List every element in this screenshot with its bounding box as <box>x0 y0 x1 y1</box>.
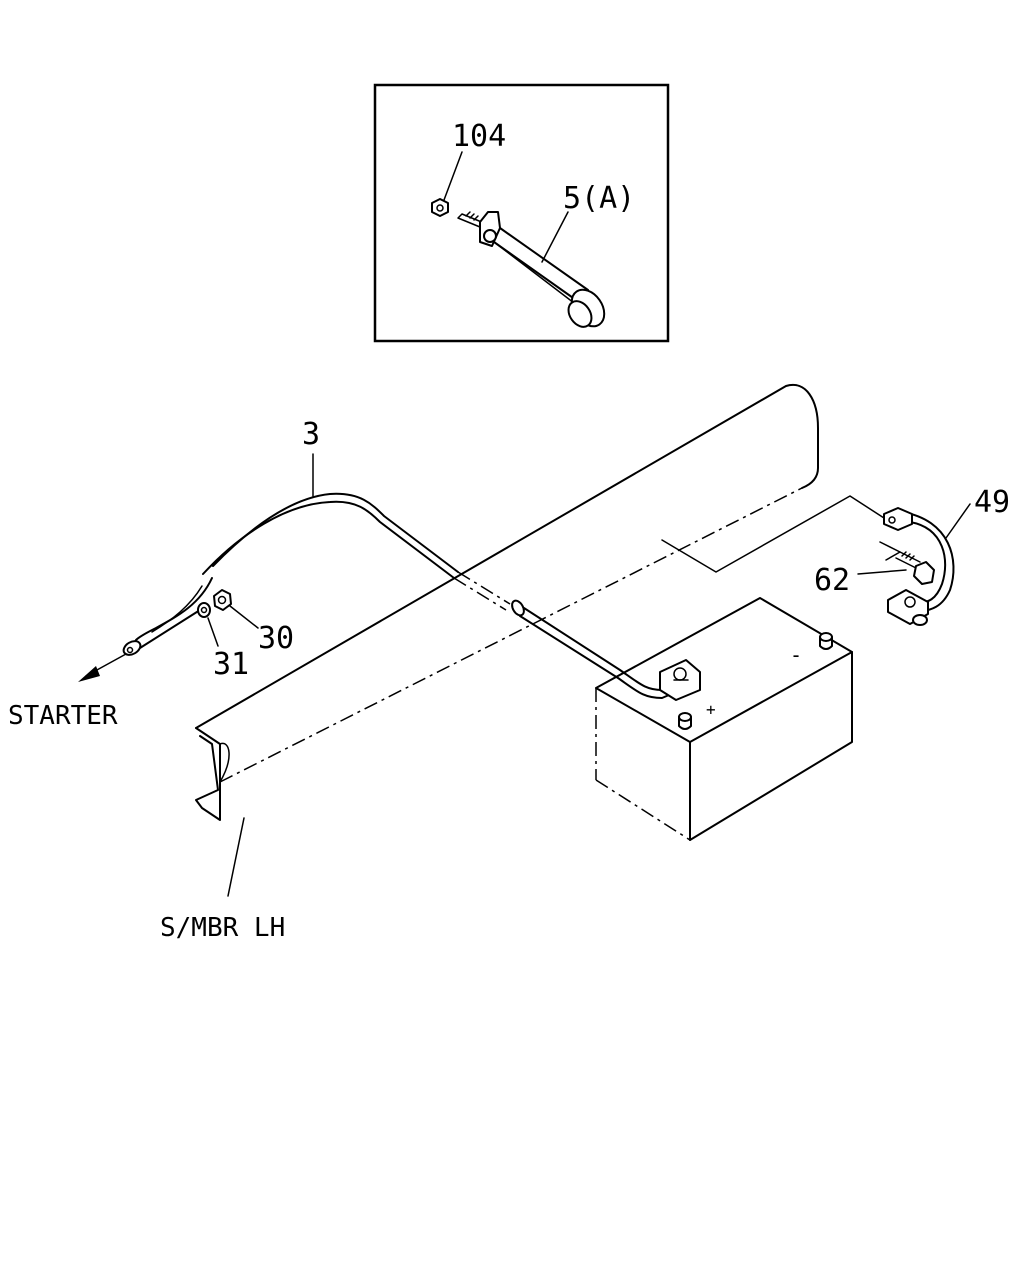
label-62: 62 <box>814 563 850 598</box>
side-member-rail <box>195 383 819 821</box>
cable-5a-part[interactable] <box>479 211 611 332</box>
leader-31 <box>207 617 219 647</box>
side-member-label: S/MBR LH <box>160 913 285 943</box>
battery: + - <box>595 597 853 841</box>
terminal-negative[interactable] <box>819 632 833 650</box>
leader-104 <box>443 151 463 201</box>
inset-detail: 104 5(A) <box>373 83 670 343</box>
nut-30-part[interactable] <box>213 589 232 611</box>
leader-5a <box>541 211 569 263</box>
cable-49-part[interactable] <box>883 507 955 626</box>
battery-plus-sign: + <box>706 700 716 719</box>
label-49: 49 <box>974 485 1010 520</box>
leader-62 <box>857 569 907 575</box>
label-30: 30 <box>258 621 294 656</box>
label-104: 104 <box>452 119 506 154</box>
battery-minus-sign: - <box>790 643 802 667</box>
label-3: 3 <box>302 417 320 452</box>
label-5a: 5(A) <box>563 181 635 216</box>
stud-part <box>457 211 485 228</box>
ground-connection-line <box>661 495 901 573</box>
cable-3-part[interactable] <box>121 492 701 701</box>
inset-frame <box>373 83 670 343</box>
starter-label: STARTER <box>8 701 118 731</box>
leader-49 <box>945 503 971 539</box>
starter-arrow <box>78 653 127 682</box>
nut-104-part[interactable] <box>431 198 449 217</box>
leader-30 <box>229 605 259 629</box>
bolt-62-part[interactable] <box>895 551 935 585</box>
terminal-positive[interactable] <box>678 712 692 730</box>
washer-31-part[interactable] <box>197 602 211 618</box>
label-31: 31 <box>213 647 249 682</box>
leader-side-member <box>227 817 245 897</box>
